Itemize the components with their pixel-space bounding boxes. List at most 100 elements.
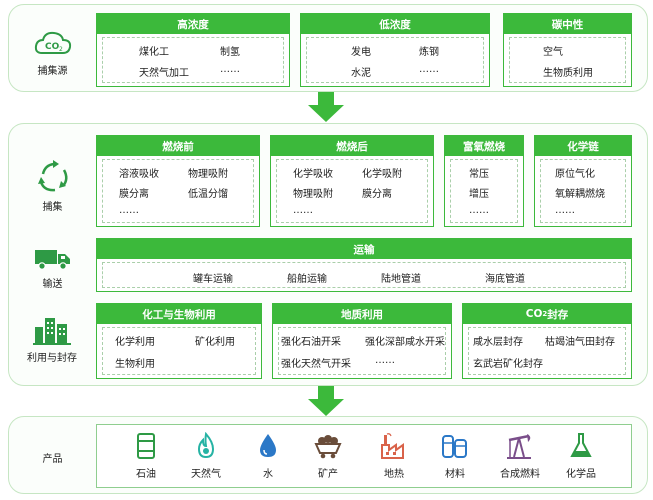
utilization-label: 利用与封存 [27, 353, 77, 364]
list-item: 制氢 [220, 47, 240, 58]
products-label: 产品 [42, 454, 63, 465]
gas-flame-icon [197, 432, 215, 459]
list-item: 枯竭油气田封存 [545, 337, 615, 348]
flow-arrow-icon [308, 92, 344, 122]
list-item: …… [469, 205, 489, 216]
list-item: 矿化利用 [195, 337, 235, 348]
list-item: 低温分馏 [188, 189, 228, 200]
list-item: 罐车运输 [193, 274, 233, 285]
list-item: 常压 [469, 169, 489, 180]
source-group-title: 碳中性 [504, 14, 631, 34]
city-buildings-icon [33, 318, 71, 345]
list-item: 玄武岩矿化封存 [473, 359, 543, 370]
list-item: 海底管道 [485, 274, 525, 285]
list-item: 水泥 [351, 68, 371, 79]
list-item: 膜分离 [362, 189, 392, 200]
products-side: 产品 [25, 450, 80, 465]
list-item: 溶液吸收 [119, 169, 159, 180]
capture-side: 捕集 [25, 160, 80, 213]
product-item: 合成燃料 [490, 432, 550, 480]
source-group-title: 高浓度 [97, 14, 289, 34]
transport-group: 运输 罐车运输 船舶运输 陆地管道 海底管道 [96, 238, 632, 292]
list-item: 增压 [469, 189, 489, 200]
truck-icon [34, 250, 70, 270]
product-name: 地热 [384, 469, 404, 480]
list-item: 物理吸附 [293, 189, 333, 200]
list-item: 生物质利用 [543, 68, 593, 79]
transport-label: 输送 [42, 279, 63, 290]
product-item: 矿产 [298, 432, 358, 480]
list-item: 生物利用 [115, 359, 155, 370]
storage-title-main: CO [525, 308, 543, 320]
utilization-group-geological: 地质利用 强化石油开采 强化深部咸水开采 强化天然气开采 …… [272, 303, 452, 379]
list-item: 空气 [543, 47, 563, 58]
capture-label: 捕集 [42, 202, 63, 213]
list-item: 物理吸附 [188, 169, 228, 180]
sources-side: CO 2 捕集源 [25, 28, 80, 77]
list-item: …… [555, 205, 575, 216]
source-group-title: 低浓度 [301, 14, 489, 34]
product-name: 水 [263, 469, 273, 480]
flask-icon [570, 433, 592, 457]
capture-group-precombustion: 燃烧前 溶液吸收 物理吸附 膜分离 低温分馏 …… [96, 135, 260, 227]
water-drop-icon [260, 434, 276, 457]
product-name: 矿产 [318, 469, 338, 480]
list-item: 原位气化 [555, 169, 595, 180]
list-item: 化学吸收 [293, 169, 333, 180]
oil-barrel-icon [137, 433, 155, 459]
list-item: 强化石油开采 [281, 337, 341, 348]
product-name: 材料 [445, 469, 465, 480]
capture-group-postcombustion: 燃烧后 化学吸收 化学吸附 物理吸附 膜分离 …… [270, 135, 434, 227]
utilization-group-chemical-bio: 化工与生物利用 化学利用 矿化利用 生物利用 [96, 303, 262, 379]
list-item: 炼钢 [419, 47, 439, 58]
product-item: 化学品 [551, 432, 611, 480]
source-group-high: 高浓度 煤化工 制氢 天然气加工 …… [96, 13, 290, 87]
source-group-low: 低浓度 发电 炼钢 水泥 …… [300, 13, 490, 87]
list-item: 船舶运输 [287, 274, 327, 285]
capture-group-title: 燃烧前 [97, 136, 259, 156]
list-item: …… [220, 64, 240, 75]
co2-cloud-icon: CO 2 [34, 31, 71, 54]
list-item: 天然气加工 [139, 68, 189, 79]
capture-group-title: 化学链 [535, 136, 631, 156]
factory-icon [381, 433, 404, 459]
list-item: …… [375, 355, 395, 366]
material-tanks-icon [442, 435, 467, 458]
flow-arrow-icon [308, 386, 344, 416]
list-item: 化学吸附 [362, 169, 402, 180]
utilization-group-title: 地质利用 [273, 304, 451, 324]
transport-side: 输送 [25, 247, 80, 290]
utilization-side: 利用与封存 [18, 315, 86, 364]
product-name: 天然气 [191, 469, 221, 480]
product-item: 天然气 [176, 432, 236, 480]
list-item: 咸水层封存 [473, 337, 523, 348]
co2-icon-sub: 2 [59, 46, 63, 53]
capture-group-oxyfuel: 富氧燃烧 常压 增压 …… [444, 135, 524, 227]
capture-group-title: 燃烧后 [271, 136, 433, 156]
recycle-arrows-icon [37, 160, 67, 192]
list-item: 强化深部咸水开采 [365, 337, 445, 348]
pumpjack-icon [507, 434, 531, 459]
co2-icon-text: CO [45, 42, 60, 52]
product-item: 水 [238, 432, 298, 480]
list-item: 膜分离 [119, 189, 149, 200]
products-frame [96, 424, 632, 488]
utilization-group-title: 化工与生物利用 [97, 304, 261, 324]
list-item: 化学利用 [115, 337, 155, 348]
product-item: 地热 [364, 432, 424, 480]
product-item: 材料 [425, 432, 485, 480]
list-item: …… [293, 205, 313, 216]
list-item: 强化天然气开采 [281, 359, 351, 370]
list-item: 发电 [351, 47, 371, 58]
transport-title: 运输 [97, 239, 631, 259]
mine-cart-icon [314, 435, 342, 459]
storage-title-sub: 2 [542, 310, 548, 318]
product-item: 石油 [116, 432, 176, 480]
list-item: 陆地管道 [381, 274, 421, 285]
sources-label: 捕集源 [37, 66, 68, 77]
list-item: …… [119, 205, 139, 216]
product-name: 石油 [136, 469, 156, 480]
product-name: 化学品 [566, 469, 596, 480]
